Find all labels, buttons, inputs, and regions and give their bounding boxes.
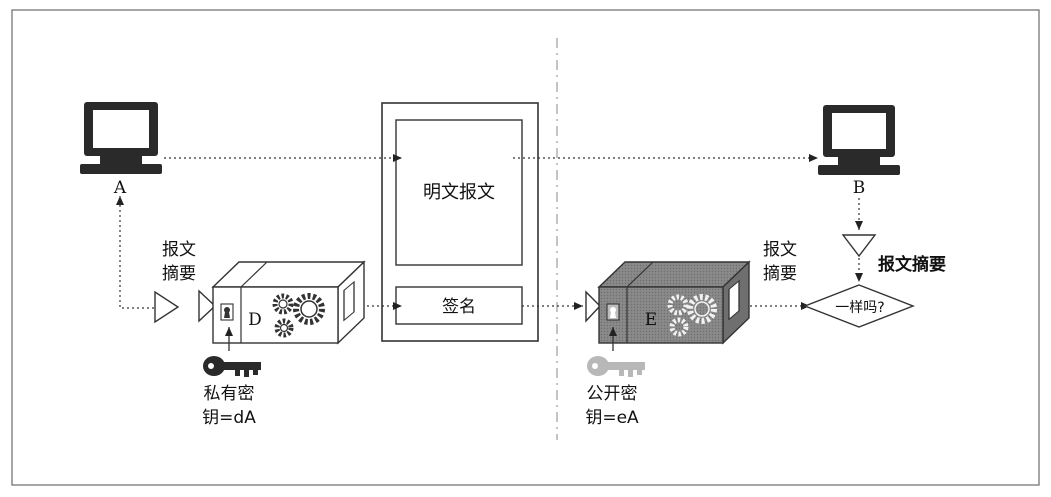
compare-text: 一样吗? xyxy=(835,300,884,316)
engine-d-label: D xyxy=(248,310,262,330)
public-key-label-line1: 公开密 xyxy=(587,384,638,404)
gears-d-icon xyxy=(272,293,325,338)
right-digest-label-line1: 报文 xyxy=(763,240,797,260)
engine-e-box xyxy=(597,260,751,345)
engine-d-box xyxy=(211,260,366,345)
computer-b-icon xyxy=(818,105,900,175)
gears-e-icon xyxy=(667,294,717,337)
computer-a-icon xyxy=(80,102,162,174)
lock-d-icon xyxy=(220,303,234,321)
flow-digest-to-a xyxy=(116,196,154,309)
left-digest-label-line1: 报文 xyxy=(162,240,196,260)
lock-e-icon xyxy=(606,303,620,321)
engine-e-label: E xyxy=(645,310,657,330)
private-key-label-line2: 钥=dA xyxy=(202,408,256,428)
document-body-box xyxy=(395,119,523,266)
engine-e-input-triangle-icon xyxy=(585,290,601,323)
document-body-text: 明文报文 xyxy=(423,182,495,203)
compare-diamond xyxy=(803,284,915,328)
private-key-icon xyxy=(203,356,261,377)
engine-d-input-triangle-icon xyxy=(198,289,217,323)
right-digest-label-line2: 摘要 xyxy=(763,264,797,284)
computer-b-label: B xyxy=(853,178,866,198)
digest-triangle-icon xyxy=(154,290,180,324)
private-key-label-line1: 私有密 xyxy=(204,384,255,404)
receiver-digest-label: 报文摘要 xyxy=(878,254,946,275)
public-key-label-line2: 钥=eA xyxy=(585,408,639,428)
receiver-digest-triangle-icon xyxy=(841,234,877,258)
signature-text: 签名 xyxy=(442,297,476,317)
left-digest-label-line2: 摘要 xyxy=(162,264,196,284)
public-key-icon xyxy=(587,356,645,377)
computer-a-label: A xyxy=(113,178,127,198)
outer-frame xyxy=(11,9,1040,486)
